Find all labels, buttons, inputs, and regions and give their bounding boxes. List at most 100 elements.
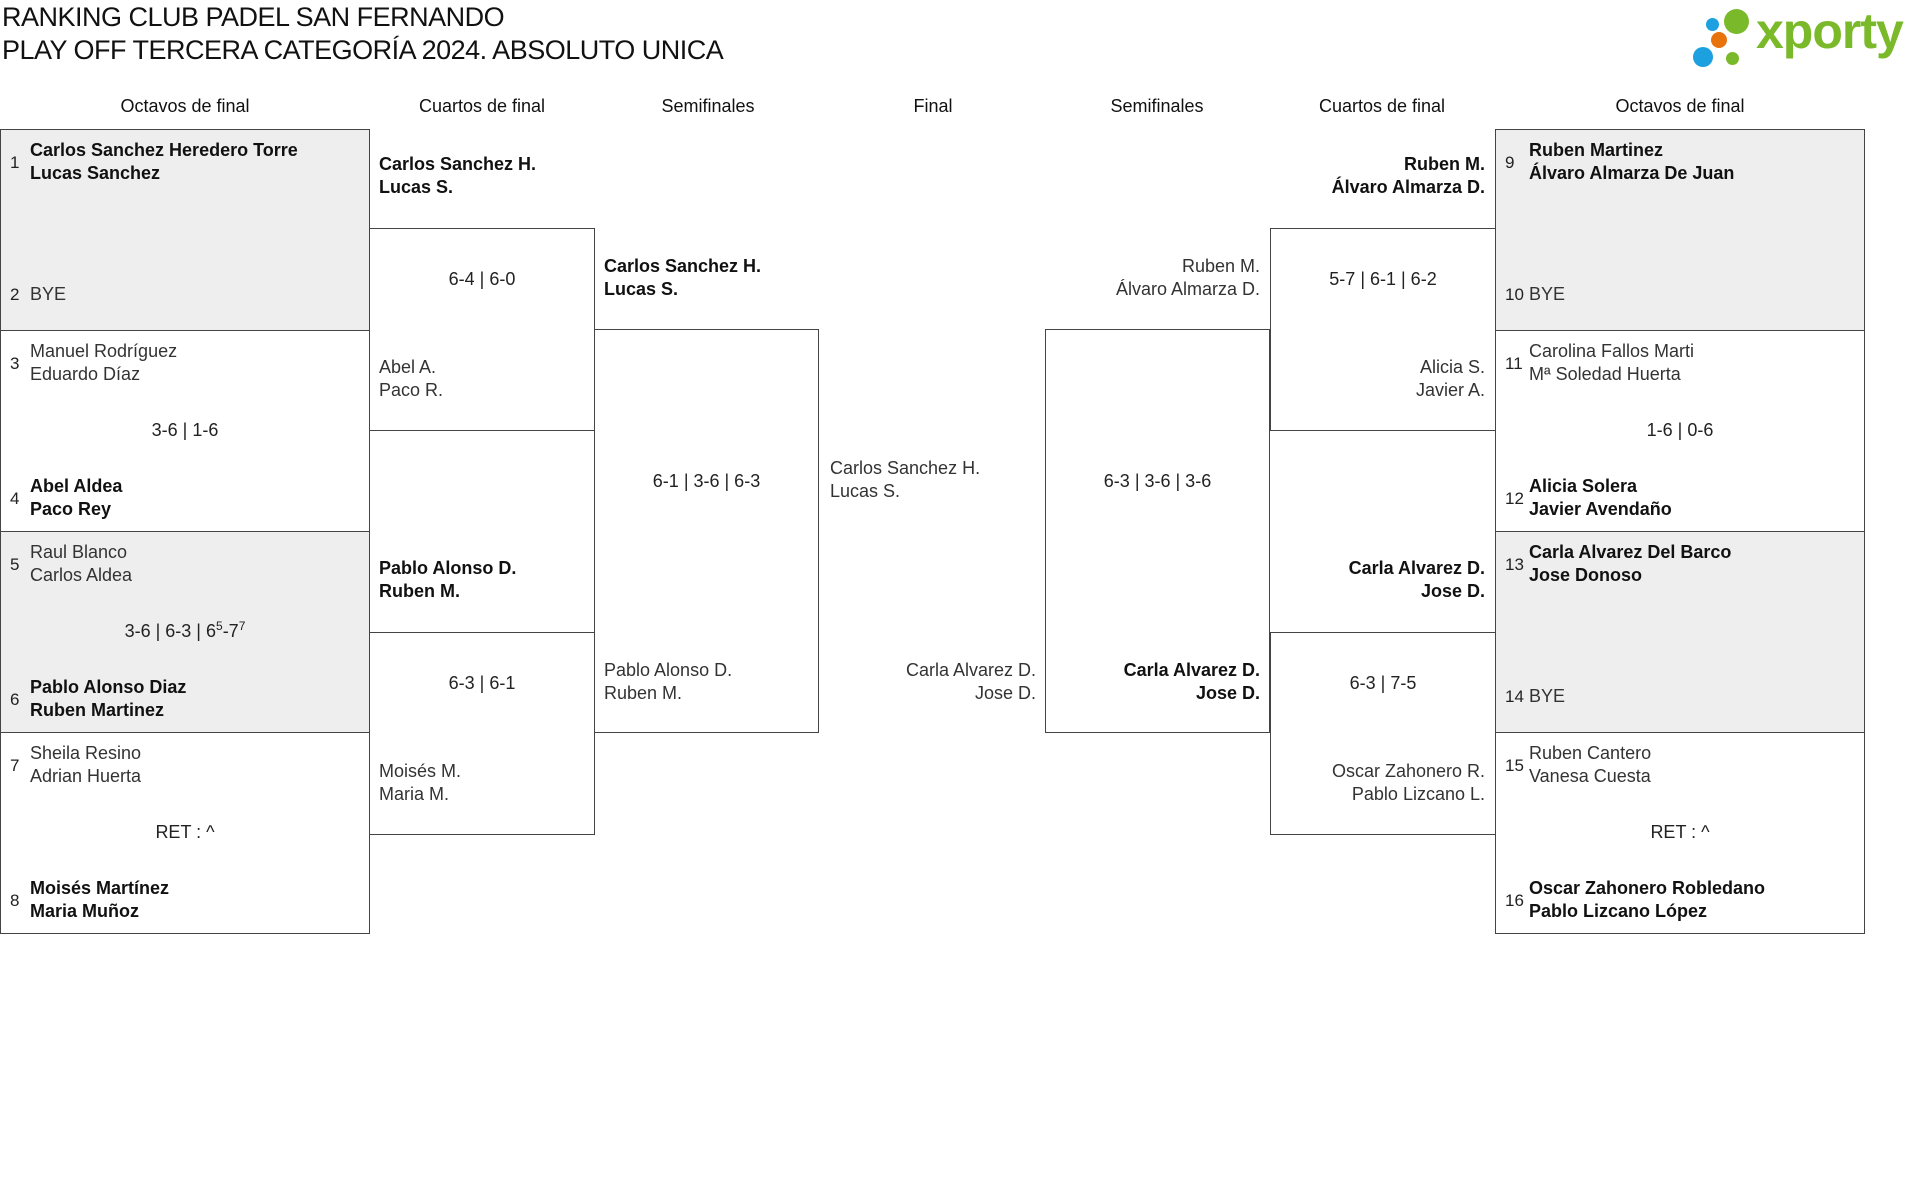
logo-text: xporty bbox=[1756, 3, 1904, 59]
score-tiebreak-superscript: 5 bbox=[216, 619, 223, 633]
seed-number: 4 bbox=[10, 488, 20, 508]
seed-number: 6 bbox=[10, 689, 20, 709]
round-header-right-semis: Semifinales bbox=[1110, 96, 1204, 116]
team-entry[interactable]: Alicia S.Javier A. bbox=[1280, 356, 1485, 402]
seed-number: 2 bbox=[10, 285, 20, 304]
round-header-final: Final bbox=[913, 96, 953, 116]
player-name: Carlos Sanchez H. bbox=[830, 458, 981, 478]
player-name: Abel Aldea bbox=[30, 476, 123, 496]
seed-number: 15 bbox=[1505, 755, 1524, 775]
team-entry[interactable]: Ruben M. Álvaro Almarza D. bbox=[1055, 255, 1260, 301]
player-name: Lucas S. bbox=[830, 481, 901, 501]
round-header-left-cuartos: Cuartos de final bbox=[418, 96, 546, 116]
team-entry[interactable]: Carla Alvarez D.Jose D. bbox=[830, 659, 1036, 705]
player-name: Adrian Huerta bbox=[30, 766, 142, 786]
logo-dot-green-large bbox=[1724, 9, 1749, 34]
player-name: BYE bbox=[1529, 686, 1566, 706]
match-score: 6-3 | 6-1 bbox=[369, 672, 595, 695]
team-entry[interactable]: Carla Alvarez D.Jose D. bbox=[1280, 557, 1485, 603]
player-name: Sheila Resino bbox=[30, 743, 142, 763]
logo-dot-orange bbox=[1711, 32, 1727, 48]
player-name: Moisés Martínez bbox=[30, 878, 170, 898]
team-entry[interactable]: Carlos Sanchez H. Lucas S. bbox=[604, 255, 809, 301]
seed-number: 7 bbox=[10, 755, 20, 775]
score-text: 6-3 | 3-6 | 3-6 bbox=[1103, 471, 1212, 491]
seed-number: 3 bbox=[10, 353, 20, 373]
team-entry[interactable]: Moisés M.Maria M. bbox=[379, 760, 584, 806]
seed-number: 14 bbox=[1505, 687, 1524, 706]
score-text: 3-6 | 1-6 bbox=[151, 420, 219, 440]
player-name: Pablo Alonso D. bbox=[379, 558, 517, 578]
match-connector-box bbox=[369, 632, 595, 835]
team-entry[interactable]: Ruben M.Álvaro Almarza D. bbox=[1280, 153, 1485, 199]
score-text: 6-1 | 3-6 | 6-3 bbox=[652, 471, 761, 491]
player-name: Álvaro Almarza De Juan bbox=[1529, 163, 1735, 183]
player-name: Javier Avendaño bbox=[1529, 499, 1672, 519]
logo-dot-blue-small bbox=[1706, 18, 1719, 31]
match-score: 3-6 | 1-6 bbox=[0, 419, 370, 442]
player-name: Jose D. bbox=[974, 683, 1036, 703]
team-entry[interactable]: Pablo Alonso D. Ruben M. bbox=[379, 557, 584, 603]
team-entry[interactable]: 14 BYE bbox=[1505, 685, 1565, 708]
player-name: Ruben Cantero bbox=[1529, 743, 1652, 763]
player-name: Álvaro Almarza D. bbox=[1115, 279, 1260, 299]
player-name: Carlos Aldea bbox=[30, 565, 133, 585]
player-name: Carolina Fallos Marti bbox=[1529, 341, 1695, 361]
logo-dot-green-small bbox=[1726, 52, 1739, 65]
player-name: Carla Alvarez Del Barco bbox=[1529, 542, 1732, 562]
seed-number: 9 bbox=[1505, 152, 1515, 172]
team-entry[interactable]: Abel A.Paco R. bbox=[379, 356, 584, 402]
team-names: BYE bbox=[1529, 283, 1565, 306]
player-name: Jose D. bbox=[1420, 581, 1485, 601]
match-score: RET : ^ bbox=[1495, 821, 1865, 844]
team-entry[interactable]: Carla Alvarez D.Jose D. bbox=[1055, 659, 1260, 705]
player-name: Pablo Lizcano López bbox=[1529, 901, 1708, 921]
player-name: Vanesa Cuesta bbox=[1529, 766, 1651, 786]
match-score: 6-3 | 3-6 | 3-6 bbox=[1045, 470, 1270, 493]
player-name: Jose Donoso bbox=[1529, 565, 1643, 585]
xporty-logo[interactable]: xporty bbox=[1690, 3, 1916, 67]
team-entry[interactable]: 2 BYE bbox=[10, 283, 66, 306]
score-text: 6-3 | 7-5 bbox=[1349, 673, 1417, 693]
team-names: BYE bbox=[30, 283, 66, 306]
player-name: Paco R. bbox=[379, 380, 444, 400]
team-names: BYE bbox=[1529, 685, 1565, 708]
team-entry[interactable]: Carlos Sanchez H.Lucas S. bbox=[379, 153, 584, 199]
player-name: Carlos Sanchez H. bbox=[604, 256, 762, 276]
match-score: 6-1 | 3-6 | 6-3 bbox=[594, 470, 819, 493]
player-name: Carla Alvarez D. bbox=[1123, 660, 1260, 680]
player-name: Pablo Lizcano L. bbox=[1351, 784, 1485, 804]
team-entry[interactable]: Oscar Zahonero R.Pablo Lizcano L. bbox=[1280, 760, 1485, 806]
player-name: Paco Rey bbox=[30, 499, 112, 519]
score-text: 5-7 | 6-1 | 6-2 bbox=[1329, 269, 1437, 289]
title-line-2: PLAY OFF TERCERA CATEGORÍA 2024. ABSOLUT… bbox=[2, 35, 724, 65]
team-entry[interactable]: Carlos Sanchez H. Lucas S. bbox=[830, 457, 1030, 503]
team-entry[interactable]: Pablo Alonso D.Ruben M. bbox=[604, 659, 809, 705]
seed-number: 12 bbox=[1505, 488, 1524, 508]
match-score: 3-6 | 6-3 | 65-77 bbox=[0, 620, 370, 643]
player-name: Ruben M. bbox=[1181, 256, 1260, 276]
player-name: Ruben M. bbox=[379, 581, 460, 601]
player-name: Lucas S. bbox=[604, 279, 679, 299]
match-score: 6-3 | 7-5 bbox=[1270, 672, 1496, 695]
